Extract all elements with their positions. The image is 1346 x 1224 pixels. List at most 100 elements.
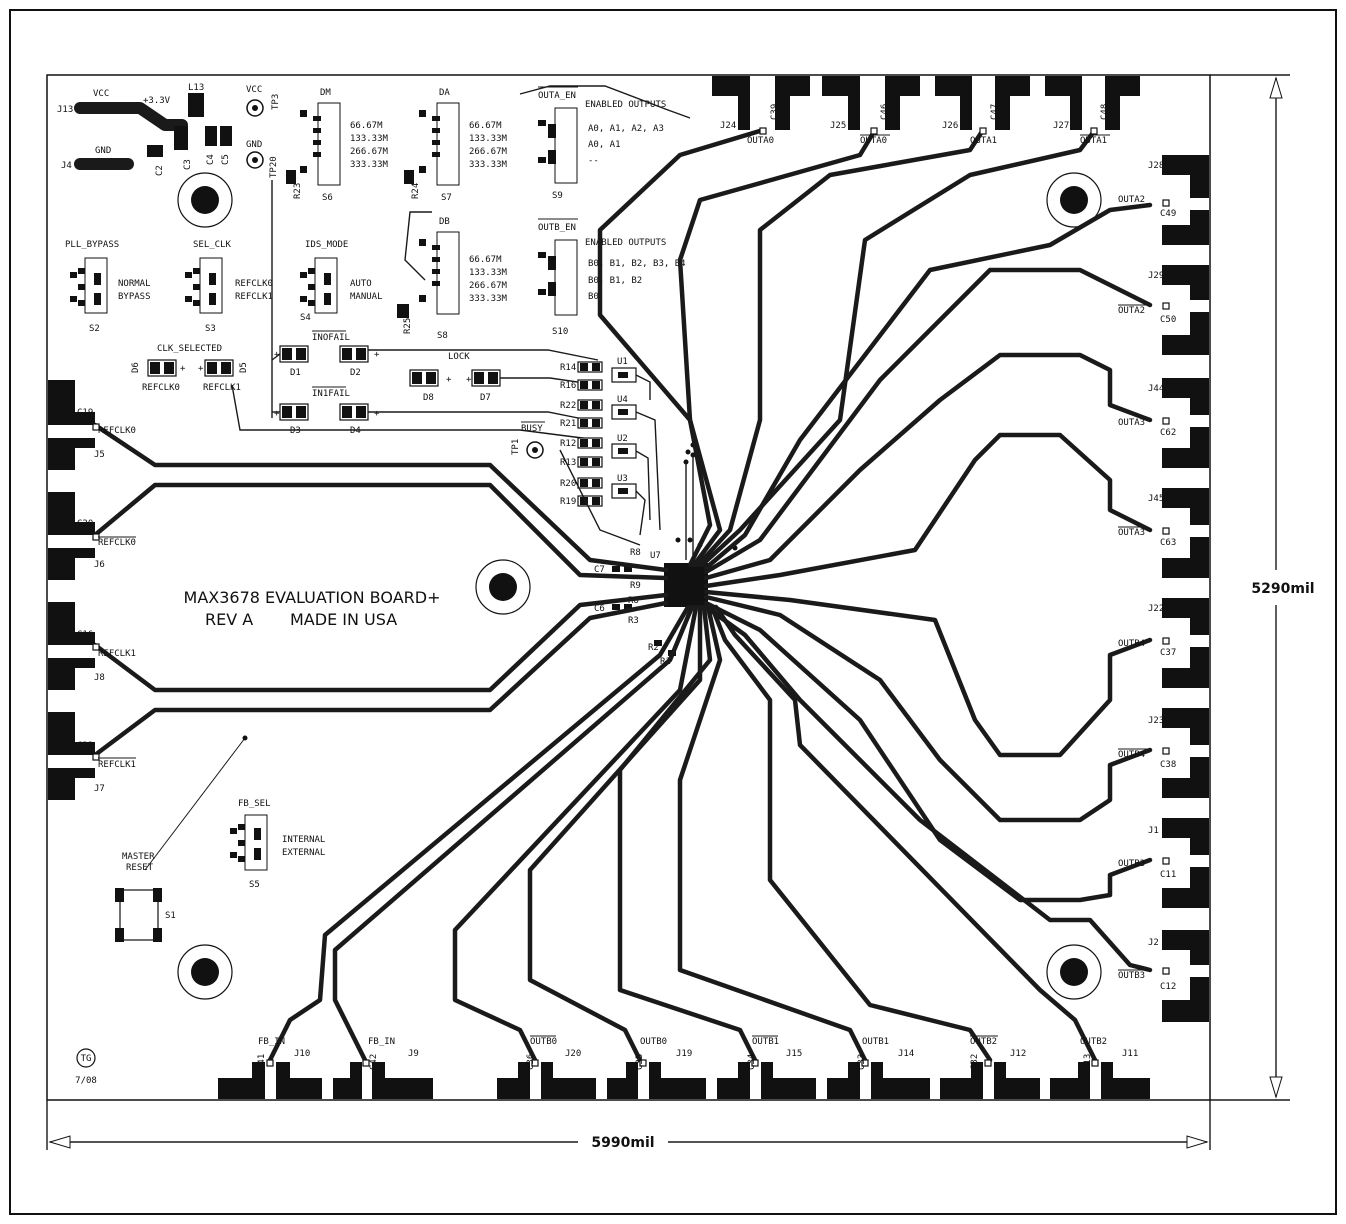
svg-text:C38: C38 [1160,760,1176,770]
svg-text:J14: J14 [898,1049,914,1059]
svg-text:D7: D7 [480,393,491,403]
svg-text:AUTO: AUTO [350,279,372,289]
svg-text:CLK_SELECTED: CLK_SELECTED [157,344,222,354]
connector-j45[interactable]: J45 OUTA3 C63 [1118,488,1209,578]
master-reset-button[interactable]: MASTER RESET S1 [115,735,248,943]
svg-text:D3: D3 [290,426,301,436]
svg-text:333.33M: 333.33M [350,160,389,170]
svg-text:LOCK: LOCK [448,352,470,362]
svg-text:EXTERNAL: EXTERNAL [282,848,325,858]
connector-j14[interactable]: OUTB1 C33 J14 [827,1037,930,1099]
svg-text:A0, A1, A2, A3: A0, A1, A2, A3 [588,124,664,134]
connector-j25[interactable]: J25 OUTA0 C46 [822,76,920,146]
svg-text:C48: C48 [1100,104,1110,120]
svg-text:+: + [274,350,280,360]
connector-j23[interactable]: J23 OUTB4 C38 [1118,708,1209,798]
svg-text:C62: C62 [1160,428,1176,438]
svg-text:B0, B1, B2: B0, B1, B2 [588,276,642,286]
mounting-holes [177,172,1102,1000]
connector-j44[interactable]: J44 OUTA3 C62 [1118,378,1209,468]
svg-text:S2: S2 [89,324,100,334]
svg-text:R3: R3 [628,616,639,626]
switch-da[interactable]: DA S7 R24 66.67M 133.33M 266.67M 333.33M [404,88,508,203]
connector-j20[interactable]: OUTB0 C36 J20 [497,1037,596,1099]
svg-text:J45: J45 [1148,494,1164,504]
svg-text:C13: C13 [1083,1054,1093,1070]
board-outline [46,74,1211,1101]
svg-text:R21: R21 [560,419,576,429]
connector-j12[interactable]: OUTB2 C32 J12 [940,1037,1040,1099]
switch-outb-en[interactable]: OUTB_EN S10 ENABLED OUTPUTS B0, B1, B2, … [538,223,686,337]
svg-text:U2: U2 [617,434,628,444]
svg-text:C2: C2 [155,165,165,176]
svg-text:S9: S9 [552,191,563,201]
svg-text:REFCLK1: REFCLK1 [98,760,136,770]
svg-text:OUTB4: OUTB4 [1118,750,1145,760]
connector-j2[interactable]: J2 OUTB3 C12 [1118,930,1209,1022]
connector-j6[interactable]: C20 REFCLK0 J6 [48,492,136,580]
svg-text:J10: J10 [294,1049,310,1059]
svg-text:BUSY: BUSY [521,424,543,434]
svg-text:R22: R22 [560,401,576,411]
connector-j26[interactable]: J26 OUTA1 C47 [935,76,1030,146]
svg-text:U7: U7 [650,551,661,561]
connector-j27[interactable]: J27 OUTA1 C48 [1045,76,1140,146]
svg-text:+: + [374,350,380,360]
connector-j11[interactable]: OUTB2 C13 J11 [1050,1037,1150,1099]
connector-j8[interactable]: C16 REFCLK1 J8 [48,602,136,690]
svg-text:J8: J8 [94,673,105,683]
svg-text:REFCLK1: REFCLK1 [235,292,273,302]
connector-j10[interactable]: FB_IN C41 J10 [218,1037,322,1099]
connector-j1[interactable]: J1 OUTB3 C11 [1118,818,1209,908]
connector-j19[interactable]: OUTB0 C35 J19 [607,1037,706,1099]
svg-text:C47: C47 [990,104,1000,120]
svg-text:FB_IN: FB_IN [368,1037,395,1047]
svg-text:TP1: TP1 [511,439,521,455]
svg-text:R8: R8 [630,548,641,558]
svg-text:D5: D5 [239,362,249,373]
svg-text:C32: C32 [970,1054,980,1070]
svg-text:GND: GND [95,146,111,156]
connector-j28[interactable]: J28 OUTA2 C49 [1118,155,1209,245]
svg-text:S4: S4 [300,313,311,323]
switch-pll-bypass[interactable]: PLL_BYPASS S2 NORMAL BYPASS [65,240,151,334]
svg-text:S8: S8 [437,331,448,341]
connector-j5[interactable]: C19 REFCLK0 J5 [48,380,136,470]
connector-j7[interactable]: C22 REFCLK1 J7 [48,712,136,800]
svg-text:J7: J7 [94,784,105,794]
connector-j15[interactable]: OUTB1 C34 J15 [717,1037,816,1099]
svg-text:U3: U3 [617,474,628,484]
switch-dm[interactable]: DM S6 R23 66.67M 133.33M 266.67M 333.33M [286,88,389,203]
svg-text:C49: C49 [1160,209,1176,219]
connector-j24[interactable]: J24 OUTA0 C39 [712,76,810,146]
svg-text:133.33M: 133.33M [350,134,389,144]
switch-db[interactable]: DB S8 R25 66.67M 133.33M 266.67M 333.33M [397,211,508,341]
svg-text:+: + [374,409,380,419]
svg-text:NORMAL: NORMAL [118,279,151,289]
board-title: MAX3678 EVALUATION BOARD+ [184,588,441,607]
svg-text:66.67M: 66.67M [469,255,502,265]
connector-j22[interactable]: J22 OUTB4 C37 [1118,598,1209,688]
connector-j9[interactable]: FB_IN C42 J9 [333,1037,433,1099]
overline-marks [98,86,1148,1037]
svg-text:C46: C46 [880,104,890,120]
board-date: 7/08 [75,1076,97,1086]
svg-text:OUTB3: OUTB3 [1118,971,1145,981]
svg-text:C42: C42 [369,1054,379,1070]
svg-text:VCC: VCC [93,89,109,99]
switch-ids-mode[interactable]: IDS_MODE S4 AUTO MANUAL [300,240,383,323]
switch-outa-en[interactable]: OUTA_EN S9 ENABLED OUTPUTS A0, A1, A2, A… [519,85,691,201]
switch-fb-sel[interactable]: FB_SEL S5 INTERNAL EXTERNAL [230,799,325,890]
svg-text:+: + [198,364,204,374]
svg-text:R13: R13 [560,458,576,468]
svg-text:S10: S10 [552,327,568,337]
svg-text:C3: C3 [183,159,193,170]
connector-j29[interactable]: J29 OUTA2 C50 [1118,265,1209,355]
power-section: VCC +3.3V GND VCC GND TP3 TP20 L13 C3 C4… [57,83,281,418]
svg-text:OUTA3: OUTA3 [1118,418,1145,428]
switch-sel-clk[interactable]: SEL_CLK S3 REFCLK0 REFCLK1 [185,240,273,334]
svg-text:BYPASS: BYPASS [118,292,151,302]
connectors-bottom: FB_IN C41 J10 FB_IN C42 J9 OUTB0 C36 J20… [218,1037,1150,1099]
width-label: 5990mil [591,1135,654,1151]
